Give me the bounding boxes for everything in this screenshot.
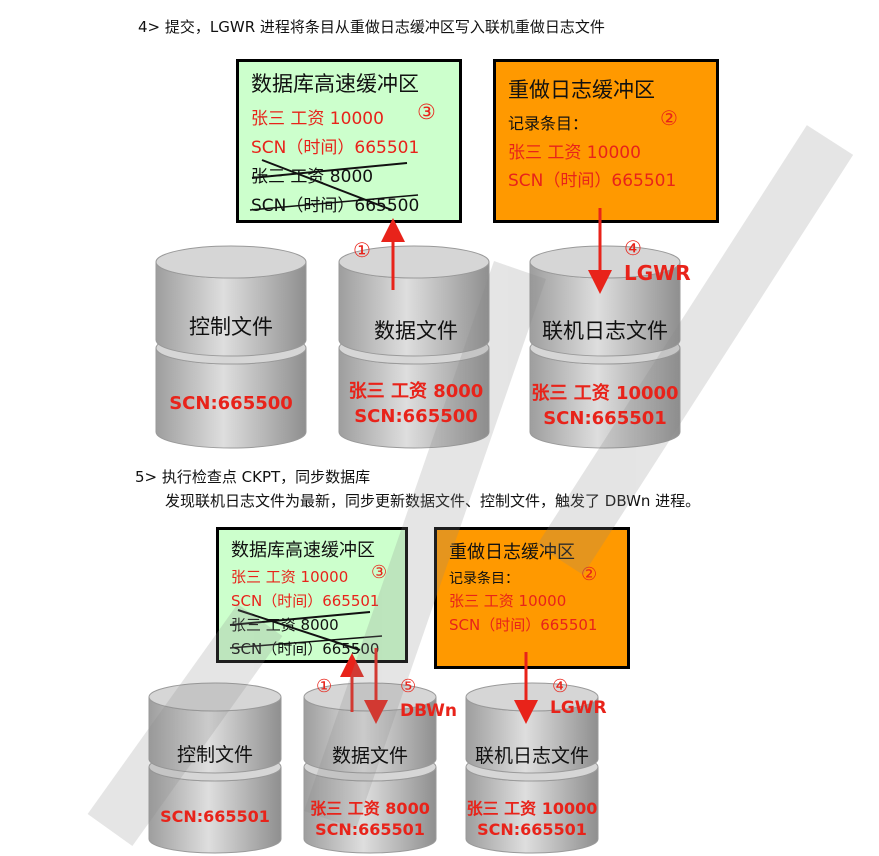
cache-entry-old-salary-2: 张三 工资 8000	[231, 616, 339, 634]
cache-entry-old-salary: 张三 工资 8000	[251, 167, 374, 187]
section5-caption-2: 发现联机日志文件为最新，同步更新数据文件、控制文件，触发了 DBWn 进程。	[165, 492, 701, 510]
redo-entry-salary: 张三 工资 10000	[508, 143, 641, 163]
cache-entry-old-scn: SCN（时间）665500	[251, 196, 420, 216]
data-file-label-2: 数据文件	[331, 745, 408, 767]
step-2-marker: ②	[660, 106, 678, 130]
step-3-marker: ③	[417, 100, 436, 124]
online-log-file-label: 联机日志文件	[542, 319, 668, 343]
section5-caption-1: 5> 执行检查点 CKPT，同步数据库	[135, 468, 371, 486]
step-5-marker: ⑤	[400, 676, 417, 697]
online-log-file-salary-2: 张三 工资 10000	[466, 799, 598, 818]
redo-entry-scn-2: SCN（时间）665501	[449, 616, 598, 634]
section4-caption: 4> 提交，LGWR 进程将条目从重做日志缓冲区写入联机重做日志文件	[138, 18, 605, 36]
cache-entry-new-scn: SCN（时间）665501	[251, 138, 420, 158]
cache-title: 数据库高速缓冲区	[251, 72, 419, 96]
cache-entry-new-scn-2: SCN（时间）665501	[231, 592, 380, 610]
redo-record-label: 记录条目：	[508, 114, 589, 133]
control-file-cylinder-2-upper-top	[148, 682, 282, 712]
redo-title-2: 重做日志缓冲区	[449, 542, 575, 563]
step-4-marker-2: ④	[552, 676, 569, 697]
db-buffer-cache-box-2: 数据库高速缓冲区 张三 工资 10000 ③ SCN（时间）665501 张三 …	[216, 527, 408, 663]
step-1-marker: ①	[353, 238, 371, 262]
control-file-scn-2: SCN:665501	[160, 807, 270, 826]
control-file-scn: SCN:665500	[169, 393, 293, 414]
lgwr-process-label-2: LGWR	[550, 698, 607, 718]
redo-log-buffer-box: 重做日志缓冲区 记录条目： ② 张三 工资 10000 SCN（时间）66550…	[493, 59, 719, 223]
redo-record-label-2: 记录条目：	[449, 571, 519, 587]
online-log-file-label-2: 联机日志文件	[474, 745, 589, 767]
data-file-salary: 张三 工资 8000	[348, 381, 484, 402]
control-file-label-2: 控制文件	[176, 744, 253, 766]
redo-log-buffer-box-2: 重做日志缓冲区 记录条目： ② 张三 工资 10000 SCN（时间）66550…	[434, 527, 630, 669]
redo-entry-salary-2: 张三 工资 10000	[449, 592, 567, 610]
cache-title-2: 数据库高速缓冲区	[231, 540, 375, 561]
redo-title: 重做日志缓冲区	[508, 78, 655, 102]
cache-entry-new-salary: 张三 工资 10000	[251, 109, 384, 129]
cache-entry-old-scn-2: SCN（时间）665500	[231, 640, 380, 658]
control-file-cylinder-upper-top	[155, 245, 307, 279]
step-1-marker-2: ①	[316, 676, 333, 697]
online-log-file-scn: SCN:665501	[543, 408, 667, 429]
data-file-salary-2: 张三 工资 8000	[310, 799, 430, 818]
step-2-marker-2: ②	[581, 564, 598, 585]
data-file-scn-2: SCN:665501	[315, 820, 425, 839]
lgwr-process-label: LGWR	[624, 261, 691, 285]
step-3-marker-2: ③	[371, 562, 388, 583]
redo-entry-scn: SCN（时间）665501	[508, 171, 677, 191]
data-file-label: 数据文件	[374, 319, 458, 343]
step-4-marker: ④	[624, 236, 642, 260]
online-log-file-salary: 张三 工资 10000	[531, 383, 679, 404]
data-file-scn: SCN:665500	[354, 406, 478, 427]
db-buffer-cache-box: 数据库高速缓冲区 张三 工资 10000 ③ SCN（时间）665501 张三 …	[236, 59, 462, 223]
dbwn-process-label: DBWn	[400, 701, 457, 721]
control-file-label: 控制文件	[189, 315, 273, 339]
cache-entry-new-salary-2: 张三 工资 10000	[231, 568, 349, 586]
control-file-cylinder-upper-body	[155, 261, 307, 357]
online-log-file-scn-2: SCN:665501	[477, 820, 587, 839]
